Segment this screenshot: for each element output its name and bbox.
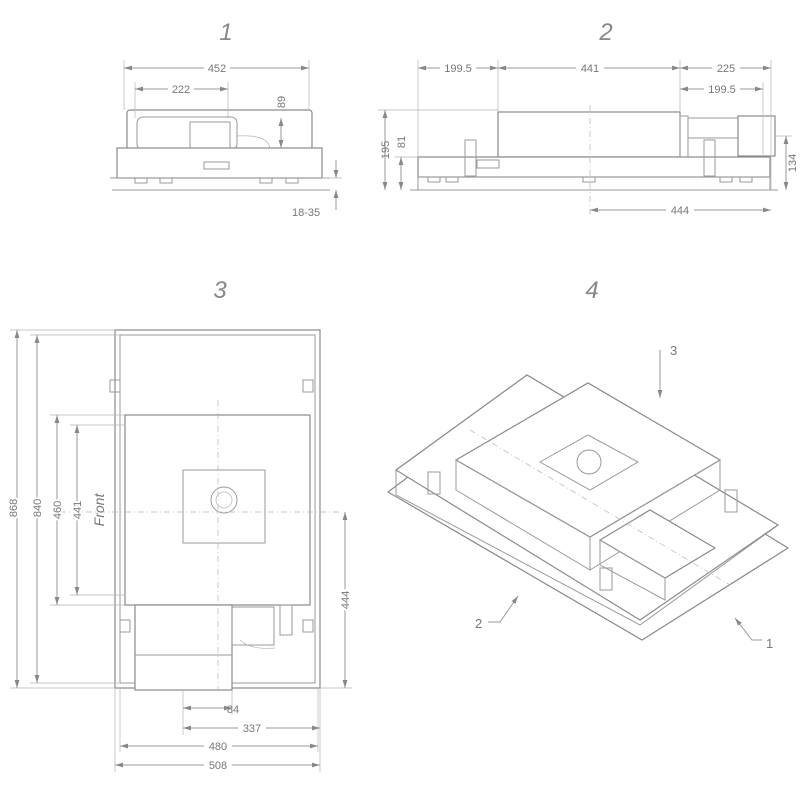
view-4-isometric: 3 2 1: [386, 343, 790, 651]
dim-452: 452: [208, 63, 226, 75]
view-3-plan: 868 840 460 441 Front 444 84 337 480 508: [6, 329, 354, 772]
dim-444: 444: [340, 591, 352, 609]
view-2-title: 2: [598, 19, 612, 46]
dim-18-35: 18-35: [292, 207, 320, 219]
dim-225: 225: [717, 63, 735, 75]
view-4-title: 4: [585, 277, 598, 304]
dim-195: 195: [380, 141, 392, 159]
dim-134: 134: [787, 154, 799, 172]
dim-444: 444: [671, 205, 689, 217]
dim-480: 480: [209, 741, 227, 753]
callout-1: 1: [766, 636, 773, 651]
callout-2: 2: [475, 616, 482, 631]
dim-84: 84: [227, 704, 239, 716]
view-2-side-elevation: 199.5 441 225 199.5 195 81 134 444: [378, 60, 799, 217]
dim-460: 460: [52, 501, 64, 519]
dim-81: 81: [396, 136, 408, 148]
dim-89: 89: [276, 96, 288, 108]
view-1-title: 1: [219, 19, 232, 46]
dim-199-5-right: 199.5: [708, 84, 736, 96]
dim-337: 337: [243, 723, 261, 735]
dim-441: 441: [581, 63, 599, 75]
dim-840: 840: [32, 499, 44, 517]
dim-222: 222: [172, 84, 190, 96]
view-3-title: 3: [213, 277, 227, 304]
callout-3: 3: [670, 343, 677, 358]
dim-868: 868: [8, 499, 20, 517]
view-1-front-elevation: 452 222 89 18-35: [110, 60, 342, 219]
dim-508: 508: [209, 760, 227, 772]
dim-199-5-left: 199.5: [444, 63, 472, 75]
front-label: Front: [91, 493, 107, 527]
dim-441: 441: [72, 501, 84, 519]
